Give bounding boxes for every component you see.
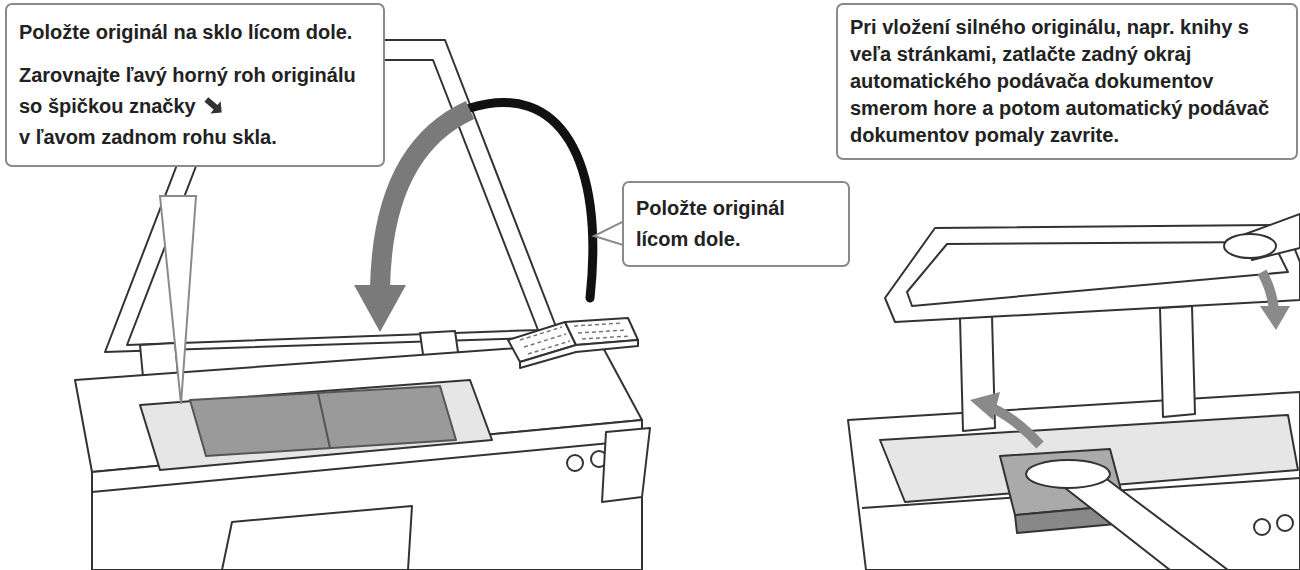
control-screen	[222, 506, 412, 570]
adf-lid	[885, 225, 1300, 322]
hand	[1026, 460, 1110, 488]
hand	[1224, 234, 1276, 258]
place-arrowhead	[354, 285, 406, 332]
button	[1277, 515, 1293, 531]
machine-body	[848, 392, 1300, 570]
callout-tail	[160, 196, 196, 404]
adf-hinge	[1160, 306, 1195, 417]
callout-heading: Položte originál na sklo lícom dole.	[19, 17, 373, 48]
button	[1254, 519, 1270, 535]
callout-text: v ľavom zadnom rohu skla.	[19, 122, 373, 153]
close-arrow	[1262, 272, 1274, 310]
callout-heading: Pri vložení silného originálu, napr. kni…	[850, 14, 1290, 149]
callout-box: Položte originál na sklo lícom dole. Zaro…	[5, 3, 385, 167]
callout-text: Zarovnajte ľavý horný roh originálu so š…	[19, 64, 356, 117]
book-spine	[318, 393, 330, 448]
open-book-thickness	[520, 340, 638, 368]
button	[567, 455, 583, 471]
callout-box: Pri vložení silného originálu, napr. kni…	[836, 3, 1298, 160]
callout-box: Položte originál lícom dole.	[622, 181, 850, 267]
output-tray	[602, 428, 650, 502]
book-on-glass	[190, 386, 456, 456]
glass	[140, 380, 492, 470]
lift-arrow	[992, 408, 1040, 445]
corner-mark-icon	[202, 96, 226, 116]
turn-band	[470, 102, 593, 298]
lift-arrowhead	[970, 392, 1000, 420]
place-arrow	[380, 110, 470, 290]
callout-heading: Položte originál lícom dole.	[636, 193, 838, 255]
text-group: Zarovnajte ľavý horný roh originálu so š…	[19, 60, 373, 153]
close-arrowhead	[1260, 306, 1290, 330]
